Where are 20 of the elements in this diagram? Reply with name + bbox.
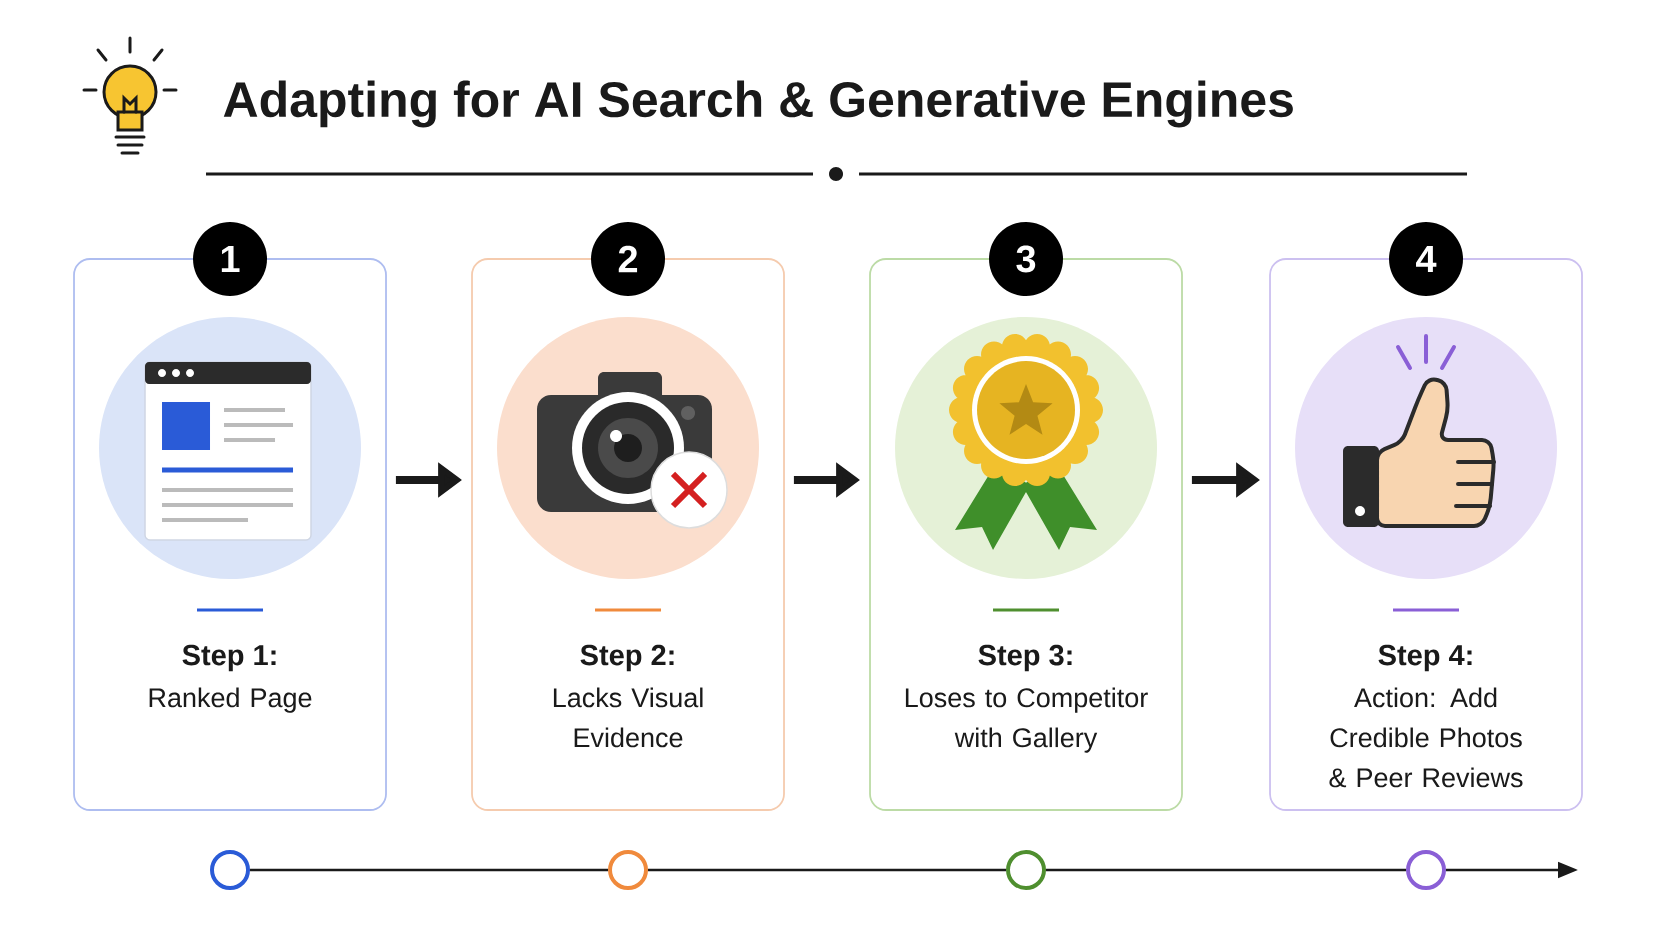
step-title: Step 1: [182,644,276,672]
step-title: Step 4: [1378,644,1472,672]
number-badge: 2 [591,222,665,296]
step-description: Ranked Page [149,687,312,713]
step-description: Loses to Competitor with Gallery [905,687,1148,753]
timeline-marker [1006,850,1046,890]
step-description: Lacks Visual Evidence [553,687,703,748]
number-badge: 4 [1389,222,1463,296]
timeline-marker [608,850,648,890]
connector-line [648,868,1006,872]
step-description: Action: Add Credible Photos & Peer Reviews [1329,687,1523,788]
timeline-marker [1406,850,1446,890]
step-title: Step 3: [978,644,1072,672]
connector-line [250,868,608,872]
title: Adapting for AI Search & Generative Engines [223,80,1293,128]
connector-line [1046,868,1406,872]
step-title: Step 2: [580,644,674,672]
number-badge: 3 [989,222,1063,296]
number-badge: 1 [193,222,267,296]
timeline-marker [210,850,250,890]
